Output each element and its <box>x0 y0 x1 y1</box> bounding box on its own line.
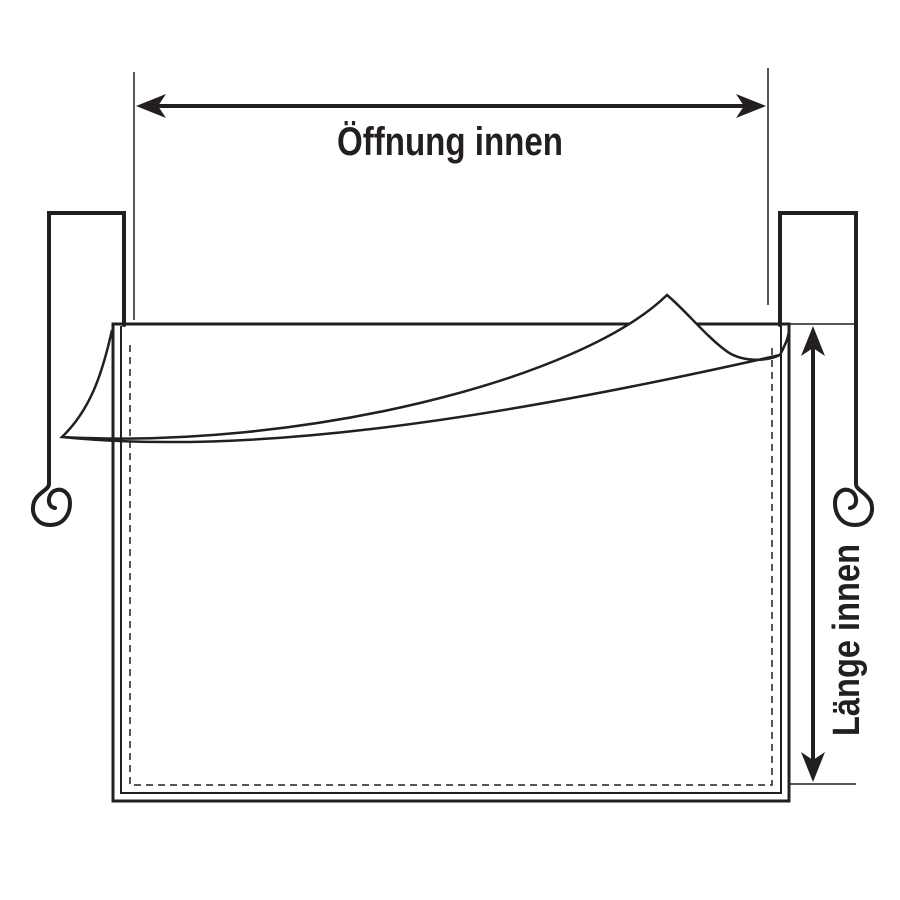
width-label: Öffnung innen <box>337 119 563 164</box>
length-arrowhead-bottom <box>801 752 825 782</box>
film-edge-right <box>778 328 791 356</box>
right-hook <box>778 211 874 528</box>
width-arrowhead-left <box>136 94 166 118</box>
left-hook <box>31 211 126 528</box>
length-arrowhead-top <box>801 326 825 356</box>
pocket-outer-frame <box>111 322 791 803</box>
peeling-film <box>59 293 781 444</box>
length-label: Länge innen <box>826 544 868 736</box>
width-arrowhead-right <box>736 94 766 118</box>
pocket-seam-dashed <box>129 345 773 786</box>
pocket-inner-frame <box>120 326 782 794</box>
